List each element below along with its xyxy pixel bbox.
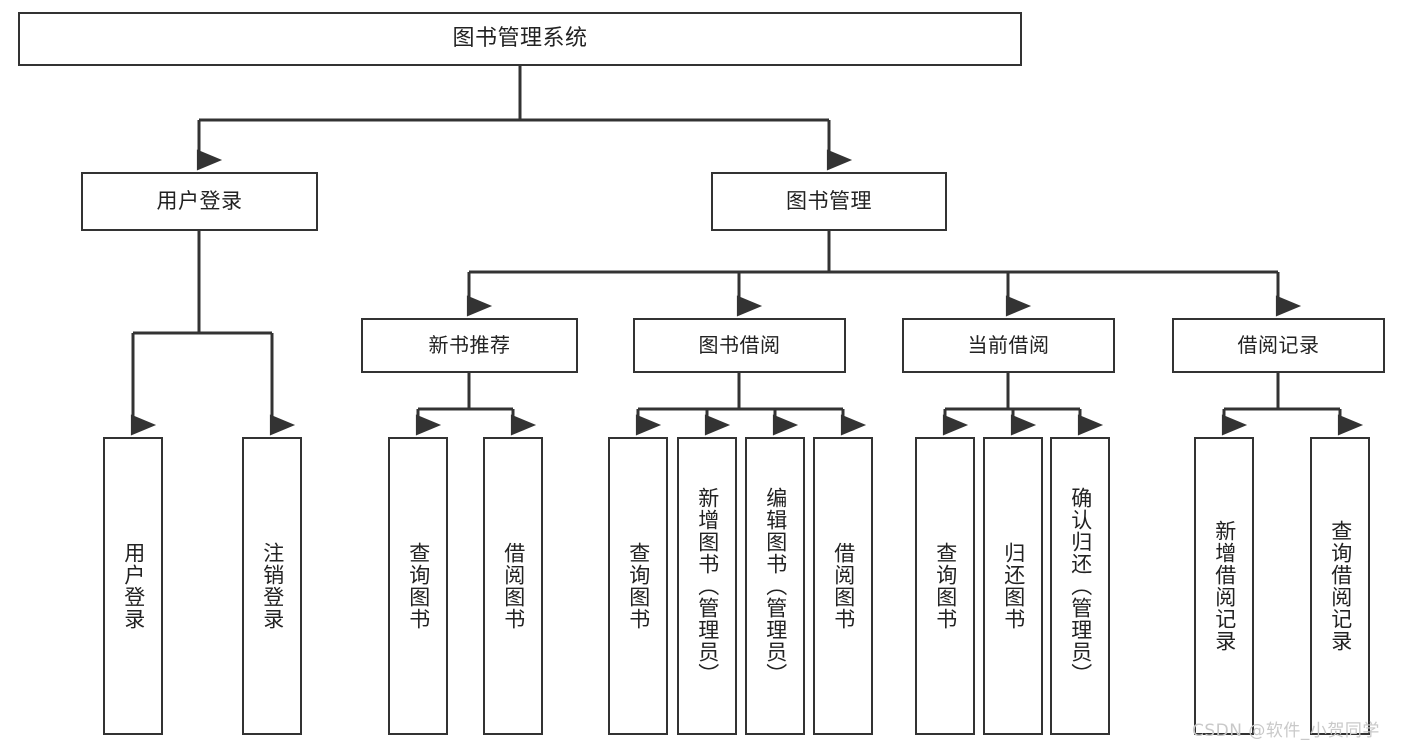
node-current-borrow-label: 当前借阅 xyxy=(967,332,1050,357)
node-leaf-confirm-return-label: 确认归还（管理员） xyxy=(1068,487,1093,685)
node-leaf-borrow-book-1-label: 借阅图书 xyxy=(501,542,526,630)
node-leaf-query-record-label: 查询借阅记录 xyxy=(1328,520,1353,652)
node-leaf-user-login-label: 用户登录 xyxy=(121,542,146,630)
node-user-login[interactable]: 用户登录 xyxy=(81,172,318,231)
node-leaf-query-book-3-label: 查询图书 xyxy=(933,542,958,630)
node-leaf-user-login[interactable]: 用户登录 xyxy=(103,437,163,735)
node-leaf-add-record-label: 新增借阅记录 xyxy=(1212,520,1237,652)
node-leaf-query-book-1-label: 查询图书 xyxy=(406,542,431,630)
node-root[interactable]: 图书管理系统 xyxy=(18,12,1022,66)
node-leaf-query-book-1[interactable]: 查询图书 xyxy=(388,437,448,735)
node-root-label: 图书管理系统 xyxy=(452,26,588,52)
node-leaf-query-book-2[interactable]: 查询图书 xyxy=(608,437,668,735)
node-new-book-recommend-label: 新书推荐 xyxy=(428,332,511,357)
node-leaf-logout-label: 注销登录 xyxy=(260,542,285,630)
node-leaf-borrow-book-2-label: 借阅图书 xyxy=(831,542,856,630)
node-leaf-confirm-return[interactable]: 确认归还（管理员） xyxy=(1050,437,1110,735)
node-book-manage[interactable]: 图书管理 xyxy=(711,172,947,231)
node-book-manage-label: 图书管理 xyxy=(786,189,872,214)
node-leaf-query-record[interactable]: 查询借阅记录 xyxy=(1310,437,1370,735)
node-leaf-logout[interactable]: 注销登录 xyxy=(242,437,302,735)
node-user-login-label: 用户登录 xyxy=(156,189,243,214)
node-book-borrow[interactable]: 图书借阅 xyxy=(633,318,846,373)
node-leaf-add-book-label: 新增图书（管理员） xyxy=(695,487,720,685)
csdn-watermark: CSDN @软件_小贺同学 xyxy=(1192,721,1380,741)
node-leaf-query-book-2-label: 查询图书 xyxy=(626,542,651,630)
node-leaf-add-book[interactable]: 新增图书（管理员） xyxy=(677,437,737,735)
node-book-borrow-label: 图书借阅 xyxy=(698,332,781,357)
node-borrow-record-label: 借阅记录 xyxy=(1237,332,1320,357)
node-leaf-edit-book[interactable]: 编辑图书（管理员） xyxy=(745,437,805,735)
node-leaf-borrow-book-1[interactable]: 借阅图书 xyxy=(483,437,543,735)
node-borrow-record[interactable]: 借阅记录 xyxy=(1172,318,1385,373)
node-leaf-borrow-book-2[interactable]: 借阅图书 xyxy=(813,437,873,735)
node-new-book-recommend[interactable]: 新书推荐 xyxy=(361,318,578,373)
node-leaf-return-book-label: 归还图书 xyxy=(1001,542,1026,630)
node-leaf-return-book[interactable]: 归还图书 xyxy=(983,437,1043,735)
node-leaf-query-book-3[interactable]: 查询图书 xyxy=(915,437,975,735)
node-current-borrow[interactable]: 当前借阅 xyxy=(902,318,1115,373)
node-leaf-add-record[interactable]: 新增借阅记录 xyxy=(1194,437,1254,735)
node-leaf-edit-book-label: 编辑图书（管理员） xyxy=(763,487,788,685)
